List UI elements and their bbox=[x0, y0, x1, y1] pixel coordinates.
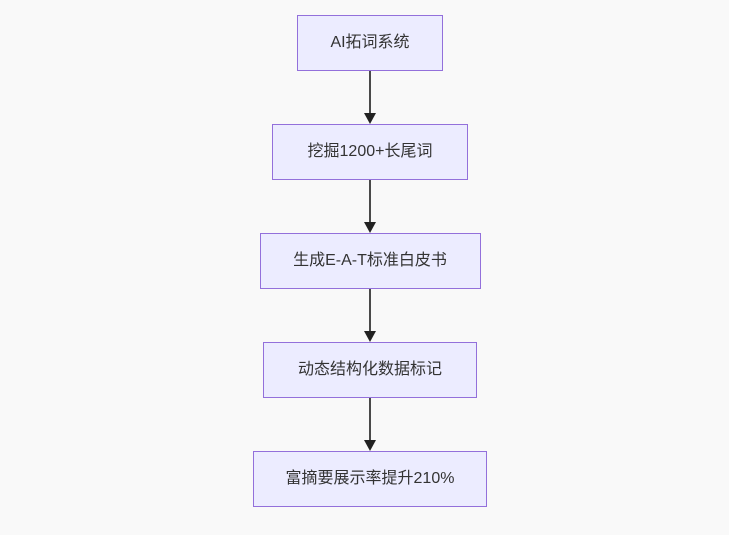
flow-node-rich-snippet-rate: 富摘要展示率提升210% bbox=[253, 451, 487, 507]
flow-node-label: 生成E-A-T标准白皮书 bbox=[293, 252, 447, 269]
flow-node-label: 挖掘1200+长尾词 bbox=[307, 143, 433, 160]
arrow-down-icon bbox=[364, 398, 376, 451]
arrow-down-icon bbox=[364, 180, 376, 233]
flow-node-label: AI拓词系统 bbox=[330, 34, 410, 51]
flow-node-eat-whitepaper: 生成E-A-T标准白皮书 bbox=[259, 233, 481, 289]
flow-node-ai-system: AI拓词系统 bbox=[297, 15, 443, 71]
arrow-down-icon bbox=[364, 71, 376, 124]
arrow-down-icon bbox=[364, 289, 376, 342]
flow-node-label: 动态结构化数据标记 bbox=[297, 361, 442, 378]
flow-node-structured-data: 动态结构化数据标记 bbox=[263, 342, 477, 398]
flowchart: AI拓词系统 挖掘1200+长尾词 生成E-A-T标准白皮书 动态结构化数据标记 bbox=[253, 15, 487, 507]
flow-node-label: 富摘要展示率提升210% bbox=[285, 470, 455, 487]
flow-node-longtail-keywords: 挖掘1200+长尾词 bbox=[272, 124, 468, 180]
